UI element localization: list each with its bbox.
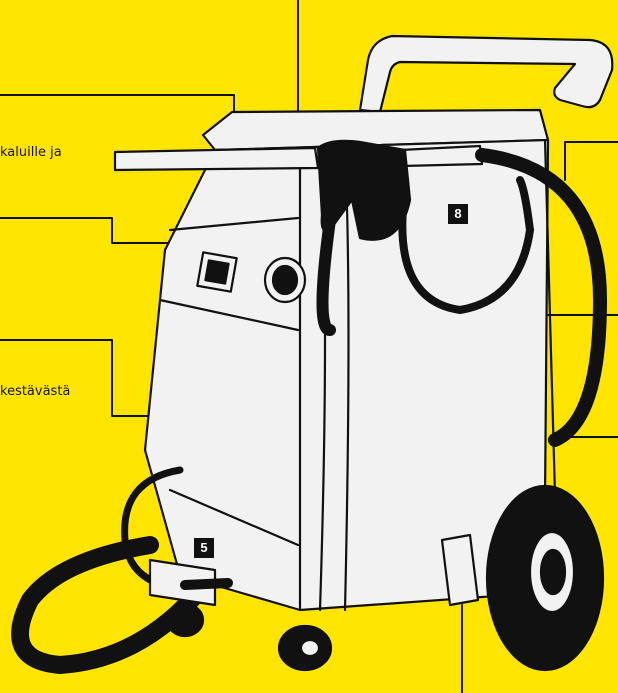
callout-badge-8: 8 (448, 204, 468, 224)
label-mid-left: kestävästä (0, 384, 70, 399)
gun-hose (323, 220, 331, 330)
gun-tube (115, 148, 318, 170)
connector-plug (185, 583, 228, 585)
label-top-left: kaluille ja (0, 145, 62, 160)
handle-frame (360, 36, 612, 112)
control-switch-inner (205, 260, 228, 283)
front-caster-hub (301, 640, 319, 656)
callout-badge-5: 5 (194, 538, 214, 558)
control-knob-inner (273, 266, 297, 294)
leader-right-top (565, 142, 618, 180)
rear-wheel-hub-inner (541, 550, 565, 594)
gun-tube-right (400, 146, 482, 166)
